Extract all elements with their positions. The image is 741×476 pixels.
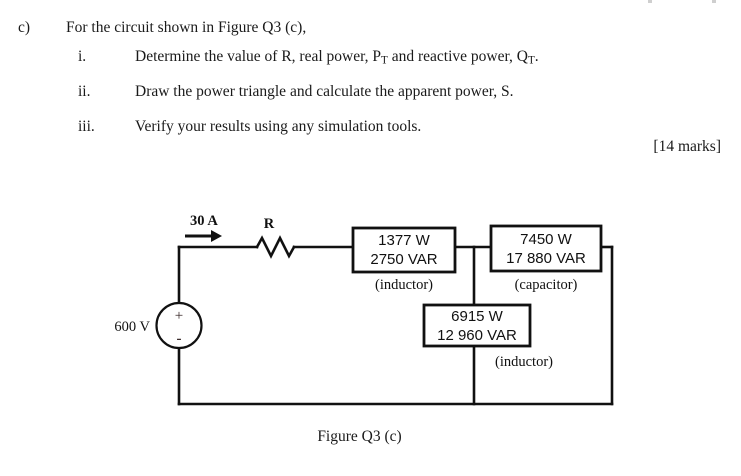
marks-allocation: [14 marks] bbox=[653, 138, 721, 155]
block-inductor-2-real-power: 6915 W bbox=[451, 308, 504, 325]
question-part-marker: c) bbox=[18, 19, 31, 36]
question-part-text: For the circuit shown in Figure Q3 (c), bbox=[66, 19, 307, 36]
figure-caption-text: Figure Q3 (c) bbox=[317, 428, 402, 445]
current-arrow bbox=[185, 230, 222, 242]
resistor-label: R bbox=[264, 216, 275, 232]
sub-item-i-text-mid: and reactive power, Q bbox=[387, 48, 528, 65]
sub-item-i-text-after: . bbox=[534, 48, 539, 65]
sub-item-iii-text: Verify your results using any simulation… bbox=[135, 118, 422, 136]
block-inductor-2-element-label: (inductor) bbox=[495, 354, 553, 370]
sub-item-iii: iii. Verify your results using any simul… bbox=[78, 118, 718, 136]
block-inductor-2-reactive-power: 12 960 VAR bbox=[437, 327, 517, 344]
sub-item-i-subscript-qt: T bbox=[527, 54, 535, 67]
sub-item-i-text-before: Determine the value of R, real power, P bbox=[135, 48, 382, 65]
voltage-source-label: 600 V bbox=[114, 319, 150, 335]
voltage-source: + - bbox=[155, 301, 203, 350]
block-inductor-2: 6915 W 12 960 VAR (inductor) bbox=[422, 303, 553, 370]
current-label: 30 A bbox=[190, 213, 218, 229]
block-inductor-1-element-label: (inductor) bbox=[375, 277, 433, 293]
block-inductor-1-box bbox=[351, 226, 457, 274]
sub-item-i: i. Determine the value of R, real power,… bbox=[78, 48, 718, 66]
voltage-source-plus-sign: + bbox=[175, 308, 183, 324]
sub-item-i-marker: i. bbox=[78, 48, 87, 65]
question-sub-items: i. Determine the value of R, real power,… bbox=[78, 48, 718, 153]
block-inductor-1-real-power: 1377 W bbox=[378, 232, 431, 249]
voltage-source-minus-sign: - bbox=[177, 331, 182, 347]
figure-caption: Figure Q3 (c) bbox=[0, 428, 741, 446]
sub-item-ii-marker: ii. bbox=[78, 83, 91, 101]
sub-item-ii-text: Draw the power triangle and calculate th… bbox=[135, 83, 514, 101]
sub-item-i-subscript-pt: T bbox=[381, 54, 388, 67]
scan-artifact-mark bbox=[648, 0, 652, 3]
question-part-c: c) For the circuit shown in Figure Q3 (c… bbox=[18, 20, 718, 36]
block-capacitor-box bbox=[489, 224, 603, 273]
voltage-source-circle bbox=[155, 301, 203, 350]
sub-item-iii-marker: iii. bbox=[78, 118, 95, 136]
scan-artifact-mark bbox=[712, 0, 716, 3]
sub-item-i-text: Determine the value of R, real power, PT… bbox=[135, 48, 718, 66]
block-capacitor: 7450 W 17 880 VAR (capacitor) bbox=[489, 224, 603, 293]
sub-item-ii: ii. Draw the power triangle and calculat… bbox=[78, 83, 718, 101]
resistor-symbol bbox=[255, 235, 296, 259]
block-capacitor-real-power: 7450 W bbox=[520, 231, 573, 248]
block-inductor-1: 1377 W 2750 VAR (inductor) bbox=[351, 226, 457, 293]
question-part-row: c) For the circuit shown in Figure Q3 (c… bbox=[18, 20, 718, 36]
block-capacitor-element-label: (capacitor) bbox=[515, 277, 578, 293]
block-inductor-2-box bbox=[422, 303, 532, 348]
block-capacitor-reactive-power: 17 880 VAR bbox=[506, 250, 586, 267]
block-inductor-1-reactive-power: 2750 VAR bbox=[370, 251, 437, 268]
circuit-wires bbox=[177, 235, 614, 406]
